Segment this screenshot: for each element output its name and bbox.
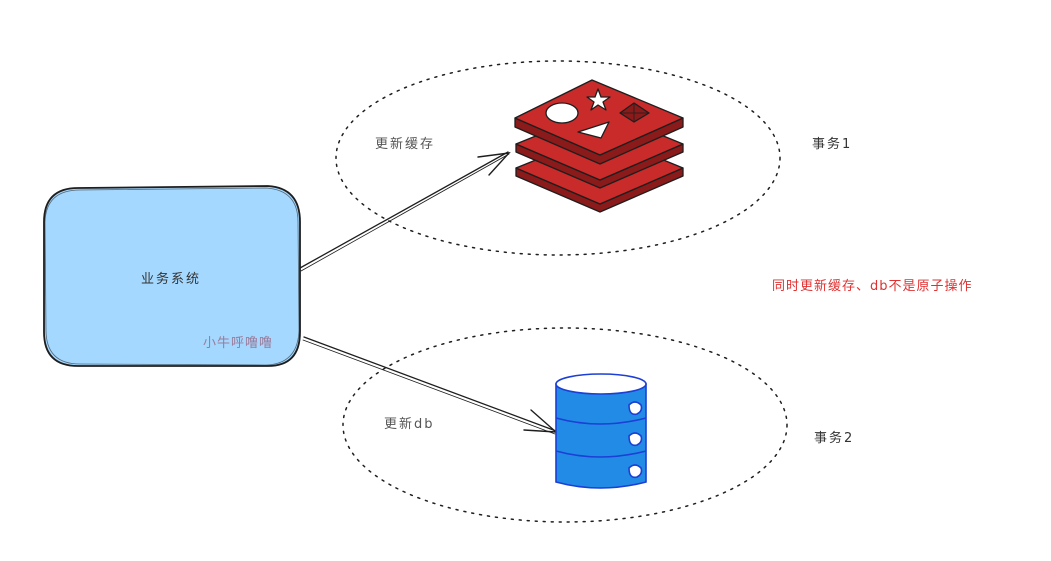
redis-cache-icon <box>514 79 684 213</box>
transaction1-label: 事务1 <box>812 137 853 152</box>
transaction1-boundary <box>335 60 781 256</box>
transaction2-label: 事务2 <box>814 431 855 446</box>
business-system-label: 业务系统 <box>141 272 202 287</box>
update-cache-label: 更新缓存 <box>375 137 436 152</box>
business-system-box[interactable] <box>43 185 301 367</box>
transaction2-boundary <box>342 327 788 523</box>
watermark-text: 小牛呼噜噜 <box>203 336 274 351</box>
non-atomic-note: 同时更新缓存、db不是原子操作 <box>772 279 973 294</box>
database-icon <box>555 373 647 489</box>
arrow-to-cache <box>299 151 511 272</box>
update-db-label: 更新db <box>384 417 435 432</box>
